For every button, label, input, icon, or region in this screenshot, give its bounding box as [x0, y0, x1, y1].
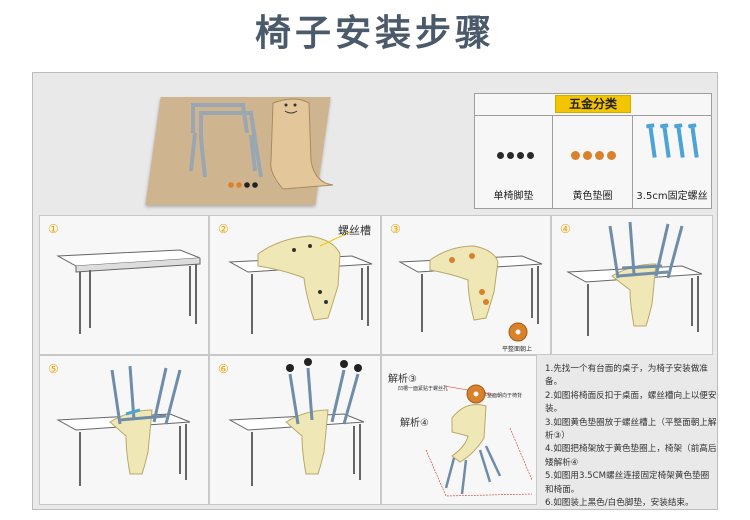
step-4: ④: [551, 215, 713, 355]
hardware-header: 五金分类: [475, 94, 711, 116]
step-number: ⑤: [48, 362, 59, 376]
hardware-label: 3.5cm固定螺丝: [636, 191, 708, 202]
step-1: ①: [39, 215, 209, 355]
hardware-item-washer: 黄色垫圈: [553, 116, 633, 208]
washer-placement-illustration: [398, 245, 543, 342]
washer-icon: [583, 151, 592, 160]
instruction-board: 五金分类 单椅脚垫 黄色垫圈 3.: [32, 72, 718, 510]
screw-icon: [646, 123, 699, 158]
instruction-line: 1.先找一个有台面的桌子，为椅子安装做准 备。: [545, 364, 708, 388]
foot-pad-icon: [517, 152, 524, 159]
analysis-3-note-2: 平整面朝向于椅背: [482, 393, 523, 399]
hardware-item-screw: 3.5cm固定螺丝: [633, 116, 711, 208]
hardware-panel: 五金分类 单椅脚垫 黄色垫圈 3.: [474, 93, 712, 209]
instruction-text: 1.先找一个有台面的桌子，为椅子安装做准 备。 2.如图将椅面反扣于桌面，螺丝槽…: [545, 363, 717, 510]
instruction-line: 3.如图黄色垫圈放于螺丝槽上（平整面朝上解析③）: [545, 417, 717, 442]
step-number: ④: [560, 222, 571, 236]
table-illustration: [56, 249, 201, 334]
step-number: ②: [218, 222, 229, 236]
screw-fastening-illustration: [56, 365, 191, 486]
page-title: 椅子安装步骤: [254, 13, 495, 54]
hardware-title: 五金分类: [555, 95, 631, 113]
step-6: ⑥: [209, 355, 381, 505]
instruction-line: 4.如图把椅架放于黄色垫圈上，椅架（前高后矮解析④: [545, 444, 717, 468]
foot-pad-icon: [527, 152, 534, 159]
step-number: ⑥: [218, 362, 229, 376]
step-number: ③: [390, 222, 401, 236]
instruction-line: 5.如图用3.5CM螺丝连接固定椅架黄色垫圈和椅面。: [545, 471, 710, 495]
analysis-3-label: 解析③: [388, 374, 417, 385]
step-number: ①: [48, 222, 59, 236]
seat-on-table-illustration: [228, 231, 373, 334]
foot-pad-icon: [507, 152, 514, 159]
analysis-4-label: 解析④: [400, 418, 429, 429]
analysis-panel: 解析③ 凹槽一面紧贴于螺丝孔 平整面朝向于椅背 解析④: [381, 355, 537, 505]
instruction-line: 2.如图将椅面反扣于桌面，螺丝槽向上以便安装。: [545, 390, 717, 415]
step-3: ③ 平整面朝上: [381, 215, 551, 355]
analysis-illustration: [425, 384, 533, 497]
screw-slot-label: 螺丝槽: [338, 224, 371, 237]
hardware-label: 黄色垫圈: [572, 191, 613, 202]
flat-side-label: 平整面朝上: [502, 346, 533, 353]
foot-pad-illustration: [228, 358, 365, 486]
washer-icon: [571, 151, 580, 160]
analysis-3-note-1: 凹槽一面紧贴于螺丝孔: [398, 386, 449, 392]
hardware-label: 单椅脚垫: [493, 191, 534, 202]
step-2: ② 螺丝槽: [209, 215, 381, 355]
foot-pad-icon: [497, 152, 504, 159]
frame-placement-illustration: [566, 221, 703, 336]
product-photo-illustration: [189, 98, 334, 190]
washer-icon: [595, 151, 604, 160]
hardware-item-foot-pad: 单椅脚垫: [475, 116, 553, 208]
step-5: ⑤: [39, 355, 209, 505]
instruction-line: 6.如图装上黑色/白色脚垫，安装结束。: [545, 498, 694, 509]
washer-icon: [607, 151, 616, 160]
